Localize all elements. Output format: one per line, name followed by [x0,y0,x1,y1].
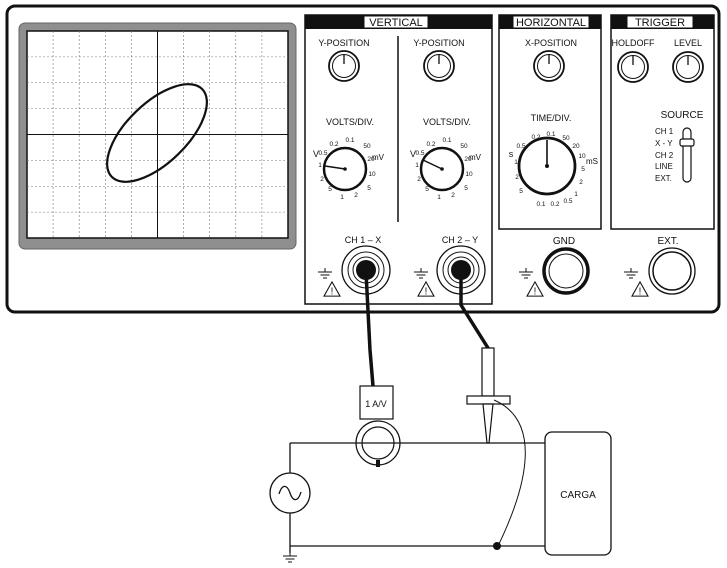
v1-mark-0-5: 0.5 [318,150,327,157]
circuit-ground-icon [282,552,298,563]
v1-mark-20: 20 [367,156,375,163]
v2-mark-10: 10 [465,171,473,178]
level-label: LEVEL [674,38,702,48]
volts-div-1-label: VOLTS/DIV. [326,117,374,127]
y-position-2-control[interactable]: Y-POSITION [413,38,465,82]
trigger-title: TRIGGER [635,17,685,29]
gnd-terminal[interactable]: GND [518,236,590,297]
t-mark-0-1s: 0.1 [546,131,555,138]
y-position-2-label: Y-POSITION [413,38,464,48]
v2-mark-1mv: 1 [437,194,441,201]
time-div-control[interactable]: TIME/DIV. 0.5 1 2 5 0.2 0.1 50 20 10 5 2… [509,113,598,208]
ext-trigger-input[interactable]: EXT. [623,236,696,297]
v2-mark-1: 1 [415,162,419,169]
source-option-xy[interactable]: X - Y [655,139,673,148]
v1-mark-2: 2 [320,176,324,183]
v2-mark-2: 2 [417,176,421,183]
v1-mark-1mv: 1 [340,194,344,201]
source-slider-thumb[interactable] [679,138,695,147]
ext-input-label: EXT. [657,236,678,247]
v2-mark-50: 50 [460,143,468,150]
ch2-probe-cable [459,270,490,350]
ch2-bnc-connector[interactable] [451,260,471,280]
sine-wave-icon [278,485,302,501]
horizontal-title: HORIZONTAL [516,17,586,29]
crt-screen [18,22,297,250]
ch1-bnc-connector[interactable] [356,260,376,280]
v2-mark-2mv: 2 [451,192,455,199]
load-block: CARGA [544,431,612,556]
v1-unit-v: V [313,149,319,159]
v1-unit-mv: mV [372,153,385,162]
v2-mark-5: 5 [425,186,429,193]
t-mark-0-2s: 0.2 [531,134,540,141]
t-unit-s: s [509,149,514,159]
v2-mark-0-1: 0.1 [442,137,451,144]
v1-mark-5mv: 5 [367,185,371,192]
t-mark-0-5ms: 0.5 [563,198,572,205]
v1-mark-1: 1 [318,162,322,169]
t-mark-50: 50 [562,135,570,142]
volts-div-2-control[interactable]: VOLTS/DIV. 0.5 1 2 5 0.2 0.1 50 20 10 5 … [410,117,482,201]
v1-mark-50: 50 [363,143,371,150]
t-mark-10: 10 [578,153,586,160]
x-position-label: X-POSITION [525,38,577,48]
v1-mark-2mv: 2 [354,192,358,199]
v2-unit-mv: mV [469,153,482,162]
time-div-label: TIME/DIV. [531,113,572,123]
y-position-1-control[interactable]: Y-POSITION [318,38,370,82]
circuit-wiring [282,442,545,563]
x-position-control[interactable]: X-POSITION [525,38,577,82]
v1-mark-5: 5 [328,186,332,193]
current-probe-label: 1 A/V [365,399,387,409]
v2-mark-0-5: 0.5 [415,150,424,157]
gnd-label: GND [553,236,575,247]
volts-div-2-label: VOLTS/DIV. [423,117,471,127]
ch2-input-label: CH 2 – Y [442,235,478,245]
t-mark-20: 20 [572,143,580,150]
v1-mark-0-1: 0.1 [345,137,354,144]
t-mark-0-1ms: 0.1 [536,201,545,208]
source-option-ch2[interactable]: CH 2 [655,151,674,160]
t-mark-1ms: 1 [574,191,578,198]
probe-ground-lead [493,399,526,547]
v2-mark-20: 20 [464,156,472,163]
t-mark-0-5s: 0.5 [516,143,525,150]
source-label: SOURCE [661,110,704,121]
t-mark-2s: 2 [515,174,519,181]
t-mark-1s: 1 [514,159,518,166]
holdoff-label: HOLDOFF [611,38,655,48]
t-mark-5s: 5 [519,188,523,195]
y-position-1-label: Y-POSITION [318,38,369,48]
load-label: CARGA [560,490,596,501]
lissajous-trace [106,83,208,183]
v2-mark-5mv: 5 [464,185,468,192]
ch1-input-label: CH 1 – X [345,235,382,245]
ch1-probe-cable [364,270,375,388]
holdoff-control[interactable]: HOLDOFF [611,38,655,83]
source-option-ch1[interactable]: CH 1 [655,127,674,136]
t-unit-ms: mS [586,157,598,166]
source-option-ext[interactable]: EXT. [655,174,672,183]
v1-mark-10: 10 [368,171,376,178]
source-slider-track[interactable] [682,127,692,183]
ground-junction [493,542,501,550]
ac-source [269,472,311,514]
trigger-panel: TRIGGER [610,14,715,230]
volts-div-1-control[interactable]: VOLTS/DIV. 0.5 1 2 5 0.2 0.1 50 20 10 5 … [313,117,385,201]
v1-mark-0-2: 0.2 [329,141,338,148]
v2-unit-v: V [410,149,416,159]
v2-mark-0-2: 0.2 [426,141,435,148]
level-control[interactable]: LEVEL [672,38,704,83]
source-option-line[interactable]: LINE [655,162,673,171]
current-probe: 1 A/V [355,385,401,467]
vertical-title: VERTICAL [369,17,423,29]
t-mark-0-2ms: 0.2 [550,201,559,208]
source-selector[interactable]: SOURCE CH 1 X - Y CH 2 LINE EXT. [655,110,704,183]
t-mark-5ms: 5 [581,166,585,173]
t-mark-2ms: 2 [579,179,583,186]
voltage-probe [466,347,526,547]
ext-connector[interactable] [652,251,692,291]
